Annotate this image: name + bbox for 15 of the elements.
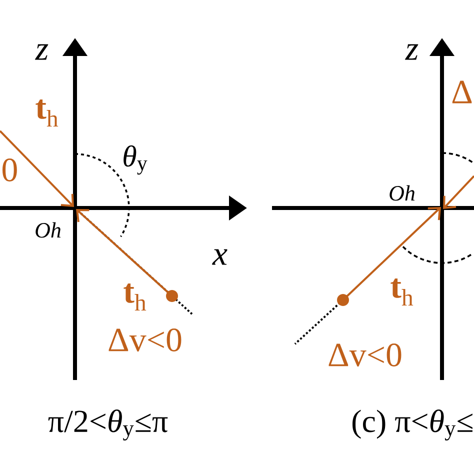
condition-label: Δ	[452, 80, 472, 104]
condition-label: Δv<0	[328, 344, 402, 366]
origin-label: Oh	[36, 222, 61, 238]
vector-label: t$_{h}$	[36, 99, 58, 127]
caption: (c) π<θ$_{y}$≤	[352, 410, 472, 440]
origin-label: Oh	[390, 185, 415, 201]
angle-label: θ$_{y}$	[124, 145, 148, 175]
axis-label: z	[35, 44, 48, 60]
vector-label: t$_{h}$	[124, 283, 146, 311]
condition-label: Δv<0	[108, 328, 182, 352]
caption: π/2<θ$_{y}$≤π	[48, 410, 168, 440]
condition-label: 0	[2, 158, 17, 182]
axis-label: z	[405, 44, 418, 60]
vector-label: t$_{h}$	[390, 278, 414, 306]
axis-label: x	[212, 249, 228, 265]
